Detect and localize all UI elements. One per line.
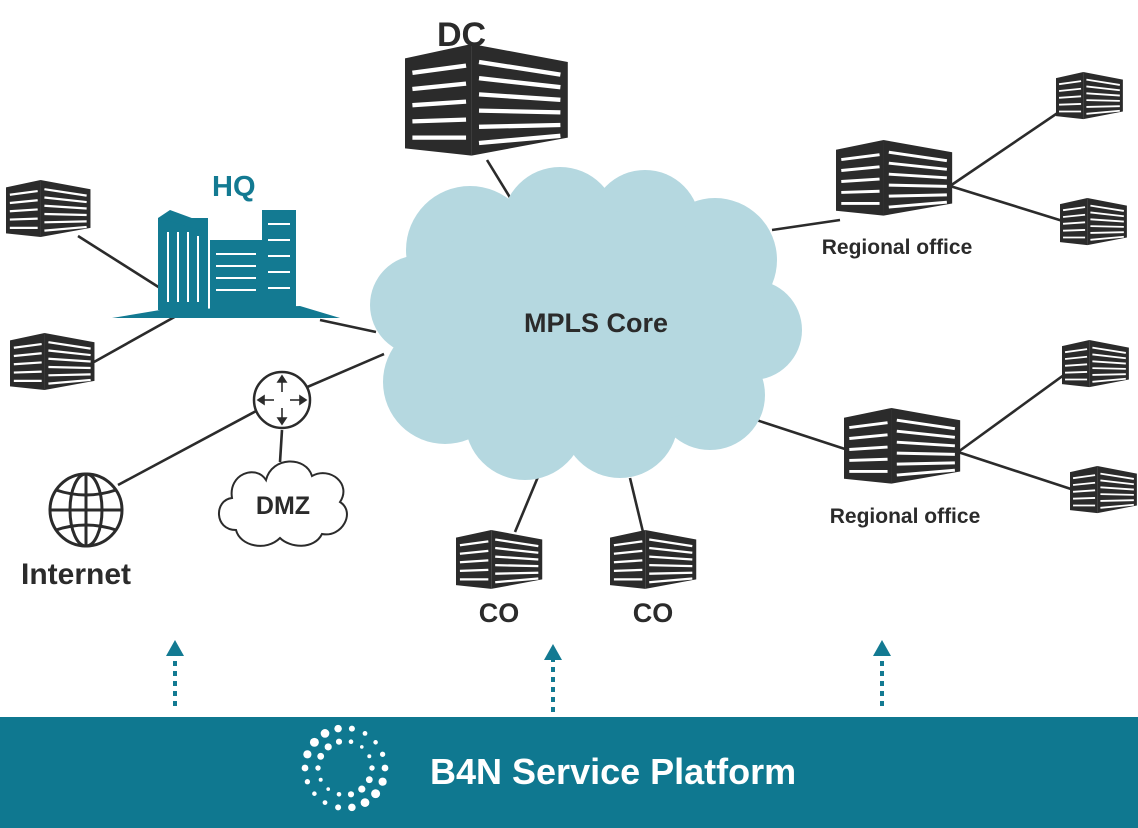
branch-building-icon: [8, 331, 96, 392]
regional-office-building-icon: [842, 406, 962, 486]
branch-building-icon: [1055, 71, 1124, 121]
link-regional-bottom-branch-1: [957, 370, 1069, 454]
platform-logo-icon: [301, 724, 389, 812]
dc-building-icon: [405, 44, 568, 156]
link-hq-branch-top: [77, 234, 161, 290]
link-regional-top-branch-1: [949, 108, 1063, 188]
link-core-co-left: [513, 471, 542, 533]
arrow-up-icon: [873, 640, 891, 706]
co-left-label: CO: [479, 598, 520, 628]
link-router-internet: [117, 408, 259, 487]
dc-label: DC: [437, 16, 486, 54]
mpls-cloud-icon: [370, 167, 802, 480]
regional-office-bottom-label: Regional office: [830, 505, 981, 528]
hq-label: HQ: [212, 171, 256, 203]
link-core-regional-top: [771, 218, 841, 232]
co-building-icon: [608, 528, 698, 591]
branch-building-icon: [4, 178, 92, 239]
arrow-up-icon: [544, 644, 562, 712]
regional-office-top-label: Regional office: [822, 236, 973, 259]
router-icon: [252, 370, 312, 430]
co-right-label: CO: [633, 598, 674, 628]
link-hq-branch-bottom: [93, 313, 179, 364]
platform-title: B4N Service Platform: [430, 751, 796, 792]
arrow-up-icon: [166, 640, 184, 706]
internet-label: Internet: [21, 558, 131, 591]
regional-office-building-icon: [834, 138, 954, 218]
branch-building-icon: [1059, 197, 1128, 247]
link-core-co-right: [628, 477, 645, 533]
link-regional-bottom-branch-2: [957, 450, 1075, 492]
link-regional-top-branch-2: [949, 184, 1067, 224]
hq-building-icon: [112, 210, 340, 318]
globe-icon: [48, 472, 124, 548]
link-router-core: [304, 352, 385, 390]
mpls-label: MPLS Core: [524, 308, 668, 338]
platform-bar: [0, 717, 1138, 828]
link-router-dmz: [278, 429, 284, 463]
co-building-icon: [454, 528, 544, 591]
dmz-cloud-icon: [218, 460, 348, 547]
link-hq-core: [319, 318, 377, 334]
branch-building-icon: [1069, 465, 1138, 515]
dmz-label: DMZ: [256, 492, 310, 520]
branch-building-icon: [1061, 339, 1130, 389]
